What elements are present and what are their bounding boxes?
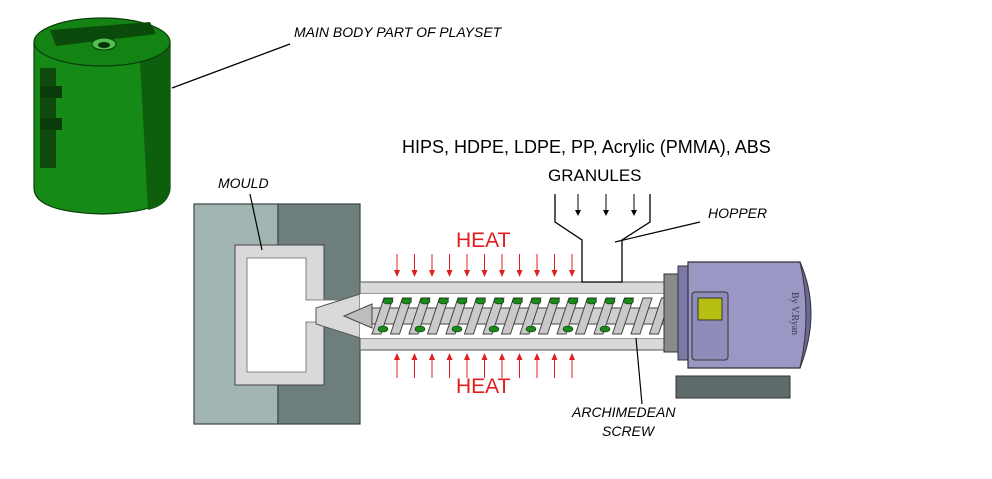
screw-flight (389, 297, 413, 335)
screw-flight (500, 297, 524, 335)
heat-arrowhead (551, 353, 558, 360)
granule (488, 325, 500, 333)
heat-arrowhead (446, 270, 453, 277)
granule (623, 297, 634, 305)
heat-label-top: HEAT (456, 229, 511, 252)
part-slot-notch-2 (40, 118, 62, 130)
granule-arrowhead-2 (603, 210, 609, 216)
heat-arrowhead (446, 353, 453, 360)
heat-arrowhead (516, 353, 523, 360)
screw-label-line1: ARCHIMEDEAN (572, 404, 676, 420)
heat-arrows-top (394, 254, 575, 277)
granule-arrowhead-1 (575, 210, 581, 216)
granule-arrowhead-3 (631, 210, 637, 216)
heat-arrowhead (569, 353, 575, 360)
motor-end-cap (799, 261, 812, 369)
granule (530, 297, 542, 305)
screw-flight (574, 297, 598, 335)
screw-flight (593, 297, 616, 335)
granule (512, 297, 523, 305)
granule (562, 325, 574, 333)
materials-label: HIPS, HDPE, LDPE, PP, Acrylic (PMMA), AB… (402, 137, 771, 157)
granule (599, 325, 611, 333)
granule (456, 297, 468, 305)
granule (382, 297, 394, 305)
screw-flight (445, 297, 468, 335)
granule (451, 325, 463, 333)
motor (663, 261, 812, 399)
screw-label-line2: SCREW (602, 423, 655, 439)
screw-flight (611, 297, 635, 335)
granule (567, 297, 579, 305)
granule (475, 297, 486, 305)
granule (438, 297, 449, 305)
playset-body-part (33, 17, 171, 215)
hopper-label: HOPPER (708, 205, 768, 221)
heat-arrowhead (499, 353, 505, 360)
screw-flight (482, 297, 505, 335)
barrel-top-wall (359, 281, 687, 295)
granule (525, 325, 537, 333)
part-slot-notch-1 (40, 86, 62, 98)
heat-arrowhead (481, 270, 488, 277)
part-top-slot (50, 22, 156, 46)
heat-arrowhead (429, 353, 435, 360)
heat-arrowhead (534, 270, 540, 277)
part-hole-inner (98, 42, 110, 48)
heat-arrowhead (394, 353, 400, 360)
heat-label-bottom: HEAT (456, 375, 511, 398)
leader-line-screw (635, 337, 643, 405)
part-shade-right (140, 42, 170, 210)
heat-arrowhead (481, 353, 488, 360)
heat-arrowhead (516, 270, 523, 277)
heat-arrowhead (569, 270, 575, 277)
granule (401, 297, 412, 305)
motor-coupling (663, 273, 679, 353)
heat-arrows-bottom (394, 353, 575, 378)
granules-label: GRANULES (548, 166, 642, 185)
motor-indicator (697, 297, 723, 321)
granule (493, 297, 505, 305)
hopper-body (554, 194, 651, 283)
heat-arrowhead (534, 353, 540, 360)
credit-text: By V.Ryan (789, 292, 800, 336)
heat-arrowhead (411, 353, 418, 360)
heat-arrowhead (429, 270, 435, 277)
screw-flight (408, 297, 431, 335)
granule (419, 297, 431, 305)
screw-flight (371, 297, 394, 335)
heat-arrowhead (411, 270, 418, 277)
screw-flight (519, 297, 542, 335)
granule (586, 297, 597, 305)
leader-line-main-body (171, 43, 291, 89)
heat-arrowhead (394, 270, 400, 277)
screw-flight (426, 297, 450, 335)
screw-flight (537, 297, 561, 335)
granule (377, 325, 389, 333)
main-body-label: MAIN BODY PART OF PLAYSET (294, 24, 502, 40)
granule (604, 297, 616, 305)
heat-arrowhead (464, 353, 470, 360)
motor-base (675, 375, 791, 399)
leader-line-mould (249, 193, 263, 251)
hopper (554, 194, 651, 283)
screw-flight (556, 297, 579, 335)
screw-flight (630, 297, 653, 335)
heat-arrowhead (464, 270, 470, 277)
granule (414, 325, 426, 333)
granule (549, 297, 560, 305)
leader-line-hopper (614, 221, 701, 243)
archimedean-screw (342, 297, 672, 335)
screw-flight (463, 297, 487, 335)
mould-label: MOULD (218, 175, 269, 191)
heat-arrowhead (499, 270, 505, 277)
heat-arrowhead (551, 270, 558, 277)
